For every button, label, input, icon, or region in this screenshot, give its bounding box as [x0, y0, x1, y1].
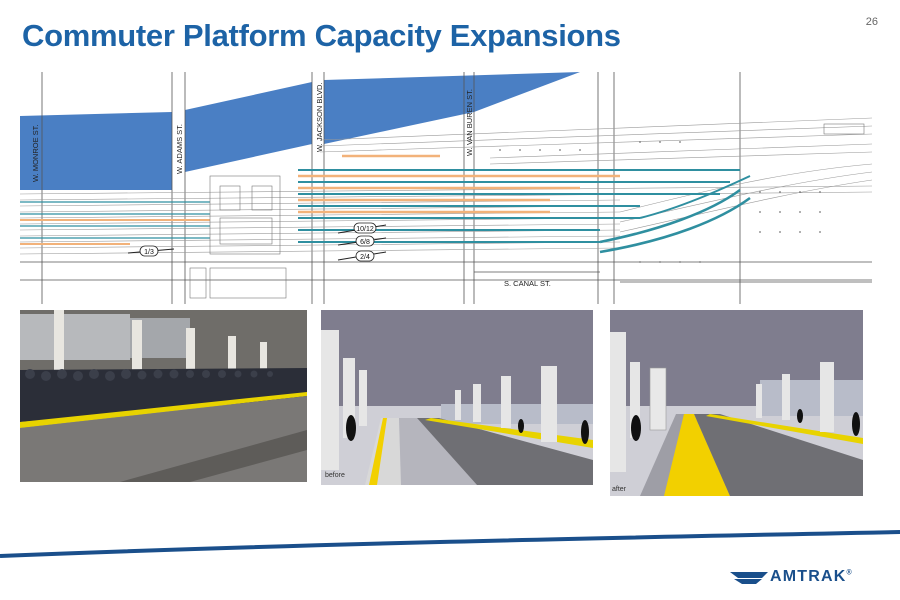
amtrak-logo-mark — [730, 572, 768, 584]
orange-platforms-south — [298, 154, 620, 214]
track-label-10-12: 10/12 — [356, 226, 374, 233]
before-rendering: before — [321, 310, 593, 485]
footer-swoosh — [0, 530, 900, 558]
teal-tracks-west — [20, 201, 210, 239]
track-label-2-4: 2/4 — [360, 254, 370, 261]
orange-platforms-west — [20, 219, 210, 245]
slide-title: Commuter Platform Capacity Expansions — [22, 18, 621, 53]
before-caption: before — [325, 472, 345, 479]
track-label-6-8: 6/8 — [360, 239, 370, 246]
small-building — [823, 123, 865, 135]
track-badge-6-8: 6/8 — [337, 235, 387, 247]
column-dots — [499, 141, 821, 263]
river-block-right — [324, 72, 580, 144]
after-rendering: after — [610, 310, 863, 496]
street-label-adams: W. ADAMS ST. — [175, 124, 184, 174]
track-badge-2-4: 2/4 — [337, 250, 387, 262]
track-label-1-3: 1/3 — [144, 249, 154, 256]
after-caption: after — [612, 486, 627, 493]
amtrak-logo-text: AMTRAK® — [770, 568, 853, 585]
street-label-van-buren: W. VAN BUREN ST. — [465, 89, 474, 156]
crowded-platform-photo — [20, 310, 307, 482]
track-map: W. MONROE ST. W. ADAMS ST. W. JACKSON BL… — [20, 72, 872, 304]
track-map-drawing: W. MONROE ST. W. ADAMS ST. W. JACKSON BL… — [20, 72, 872, 304]
river-block-left — [20, 112, 172, 190]
street-label-monroe: W. MONROE ST. — [31, 124, 40, 182]
track-badge-1-3: 1/3 — [127, 245, 175, 257]
street-label-canal: S. CANAL ST. — [504, 279, 551, 288]
teal-tracks-south — [298, 169, 751, 254]
street-label-jackson: W. JACKSON BLVD. — [315, 83, 324, 152]
page-number: 26 — [865, 16, 878, 28]
river-block-mid — [185, 82, 312, 172]
track-badge-10-12: 10/12 — [337, 222, 387, 234]
station-building — [189, 175, 287, 299]
